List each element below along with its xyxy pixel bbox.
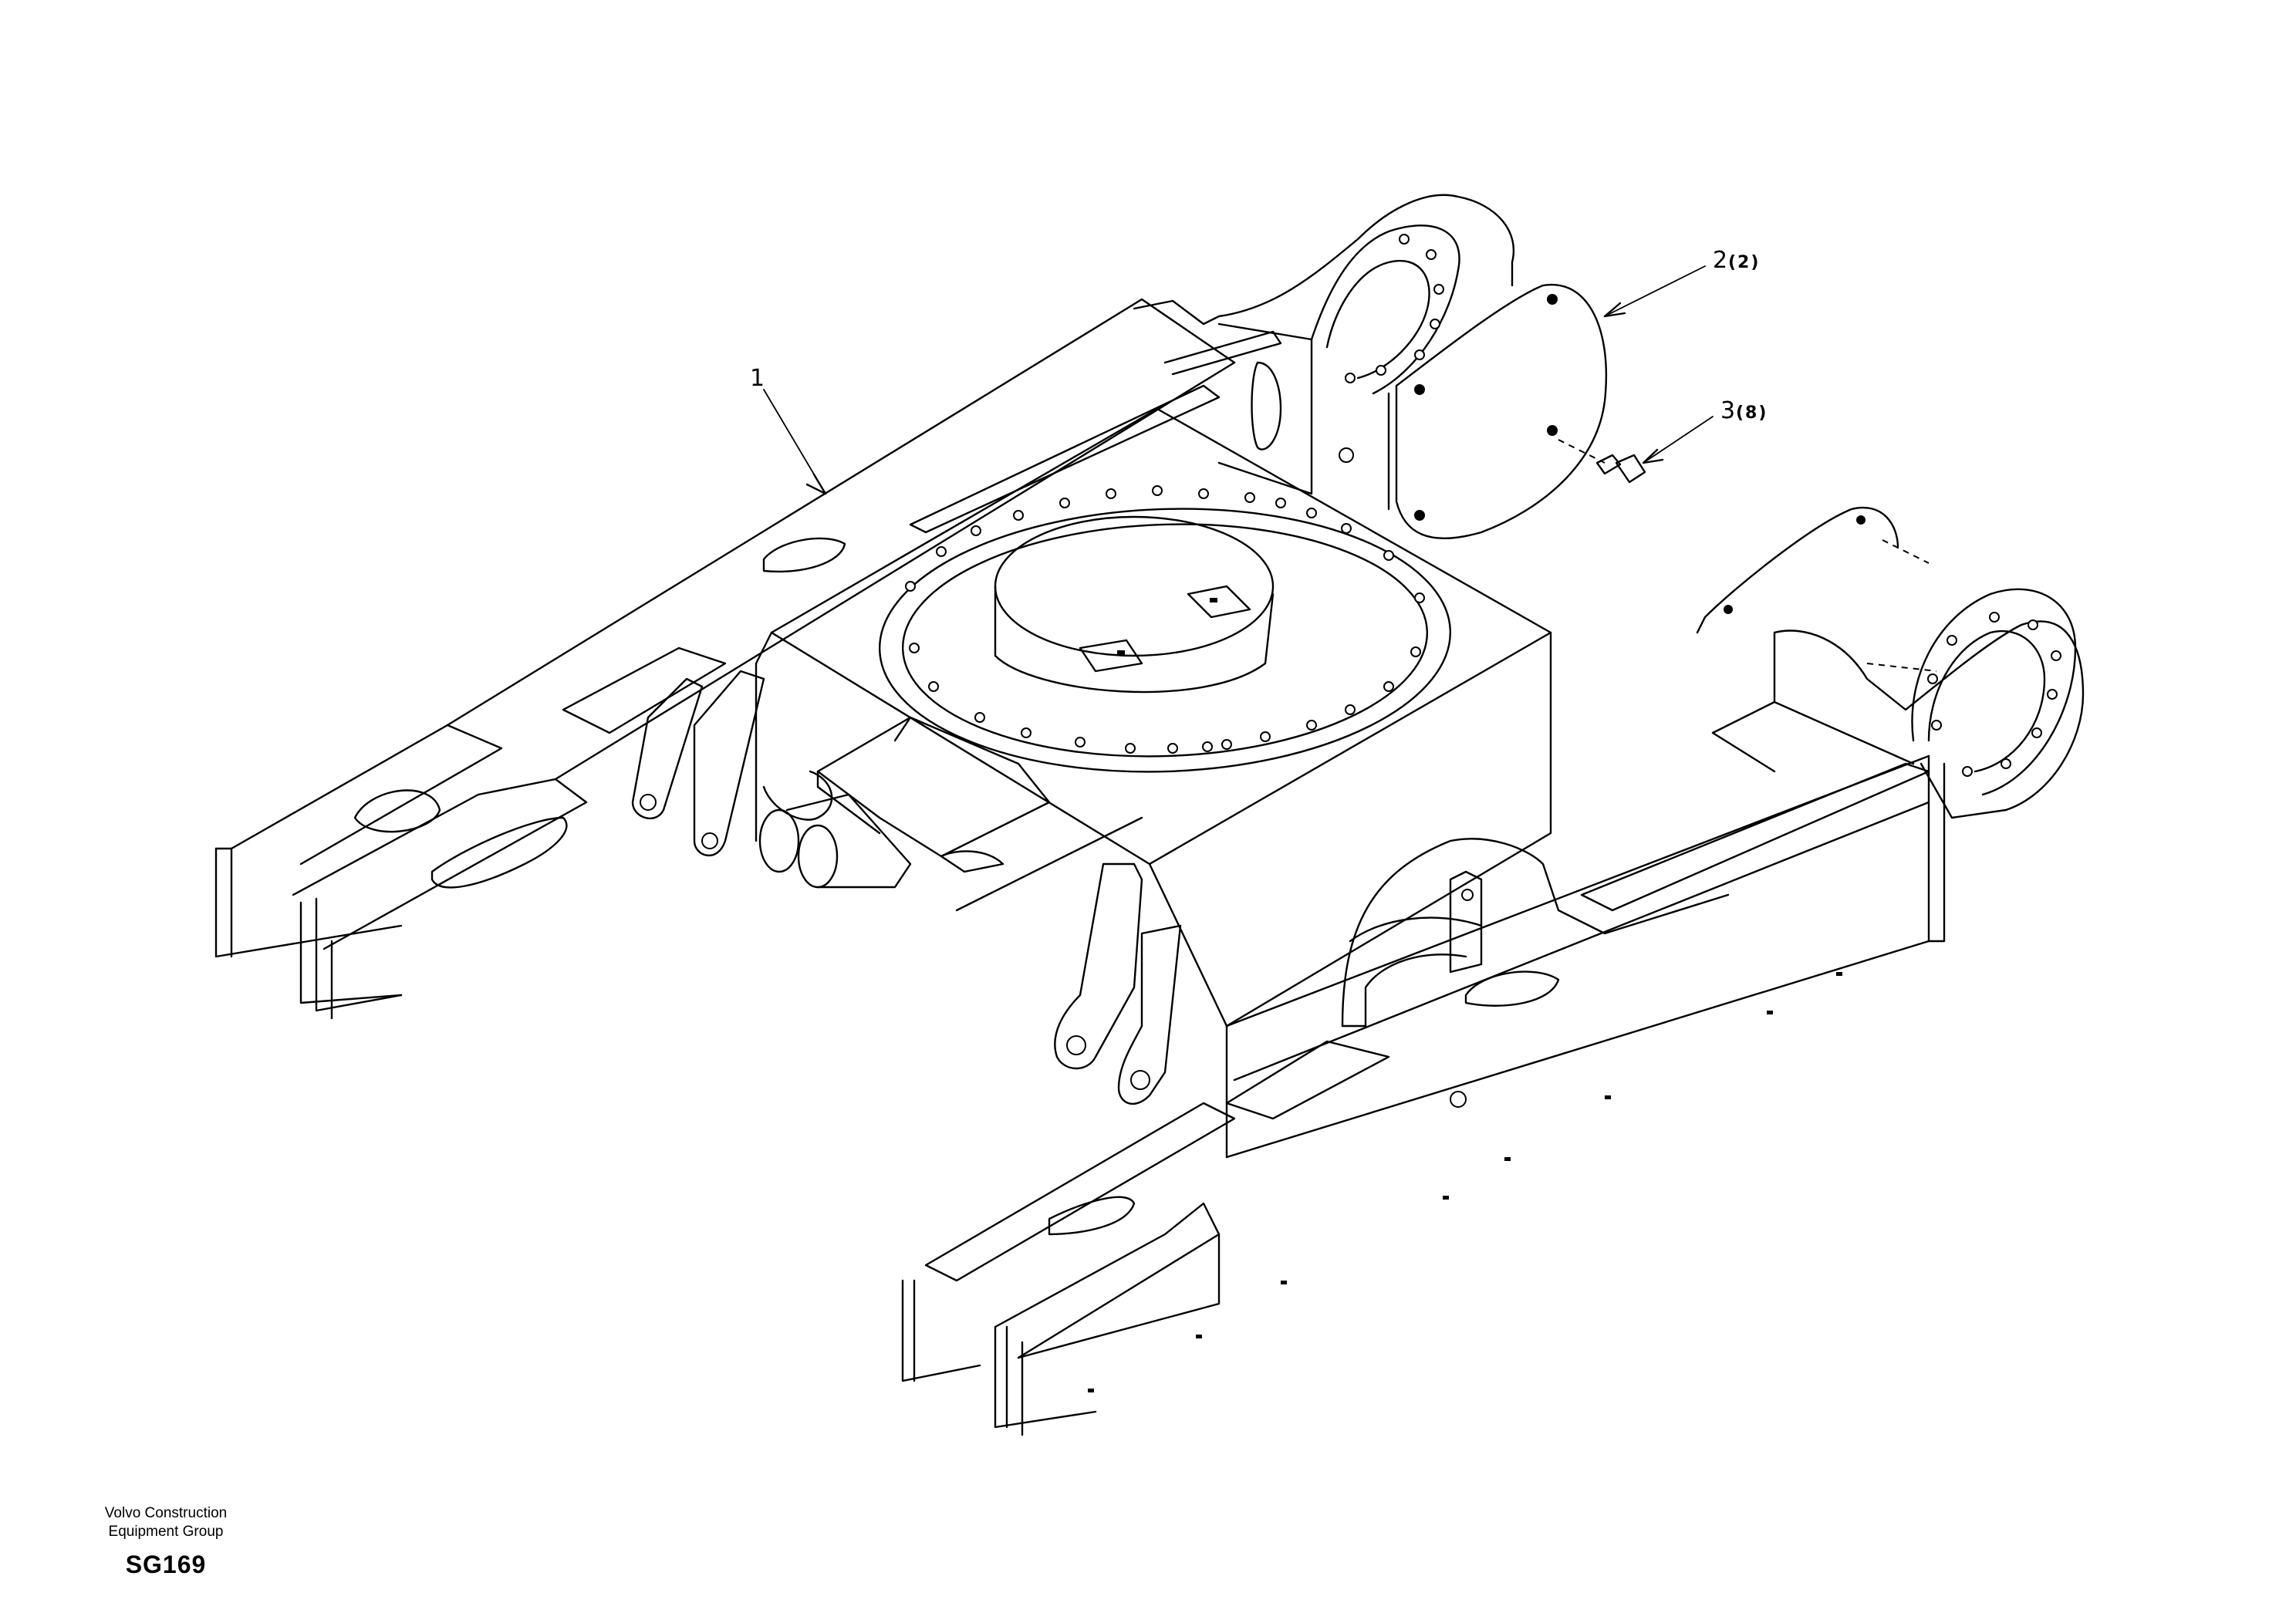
callout-2: 2 (2) [1603, 247, 1760, 318]
cover-plate [1387, 283, 1608, 539]
callout-1: 1 [750, 365, 827, 495]
right-track-frame [901, 754, 1946, 1436]
callout-3: 3 (8) [1642, 397, 1768, 464]
rail-holes [1088, 972, 1842, 1392]
callout-3-qty: (8) [1736, 403, 1768, 423]
callout-2-number: 2 [1713, 247, 1727, 274]
drawing-code: SG169 [125, 1551, 207, 1578]
company-name-line2: Equipment Group [108, 1524, 224, 1540]
ring-bolt-holes [905, 485, 1425, 754]
cover-bolt [1558, 439, 1646, 484]
callout-2-qty: (2) [1728, 253, 1760, 272]
callout-1-number: 1 [750, 365, 765, 392]
front-drive-housing [1696, 507, 2085, 819]
callout-3-number: 3 [1720, 397, 1735, 424]
center-frame [631, 407, 1552, 1105]
left-track-frame [214, 298, 1282, 1020]
drawing-footer: Volvo Construction Equipment Group SG169 [62, 1504, 270, 1579]
company-name-line1: Volvo Construction [104, 1505, 228, 1521]
rear-drive-housing [1133, 194, 1514, 495]
